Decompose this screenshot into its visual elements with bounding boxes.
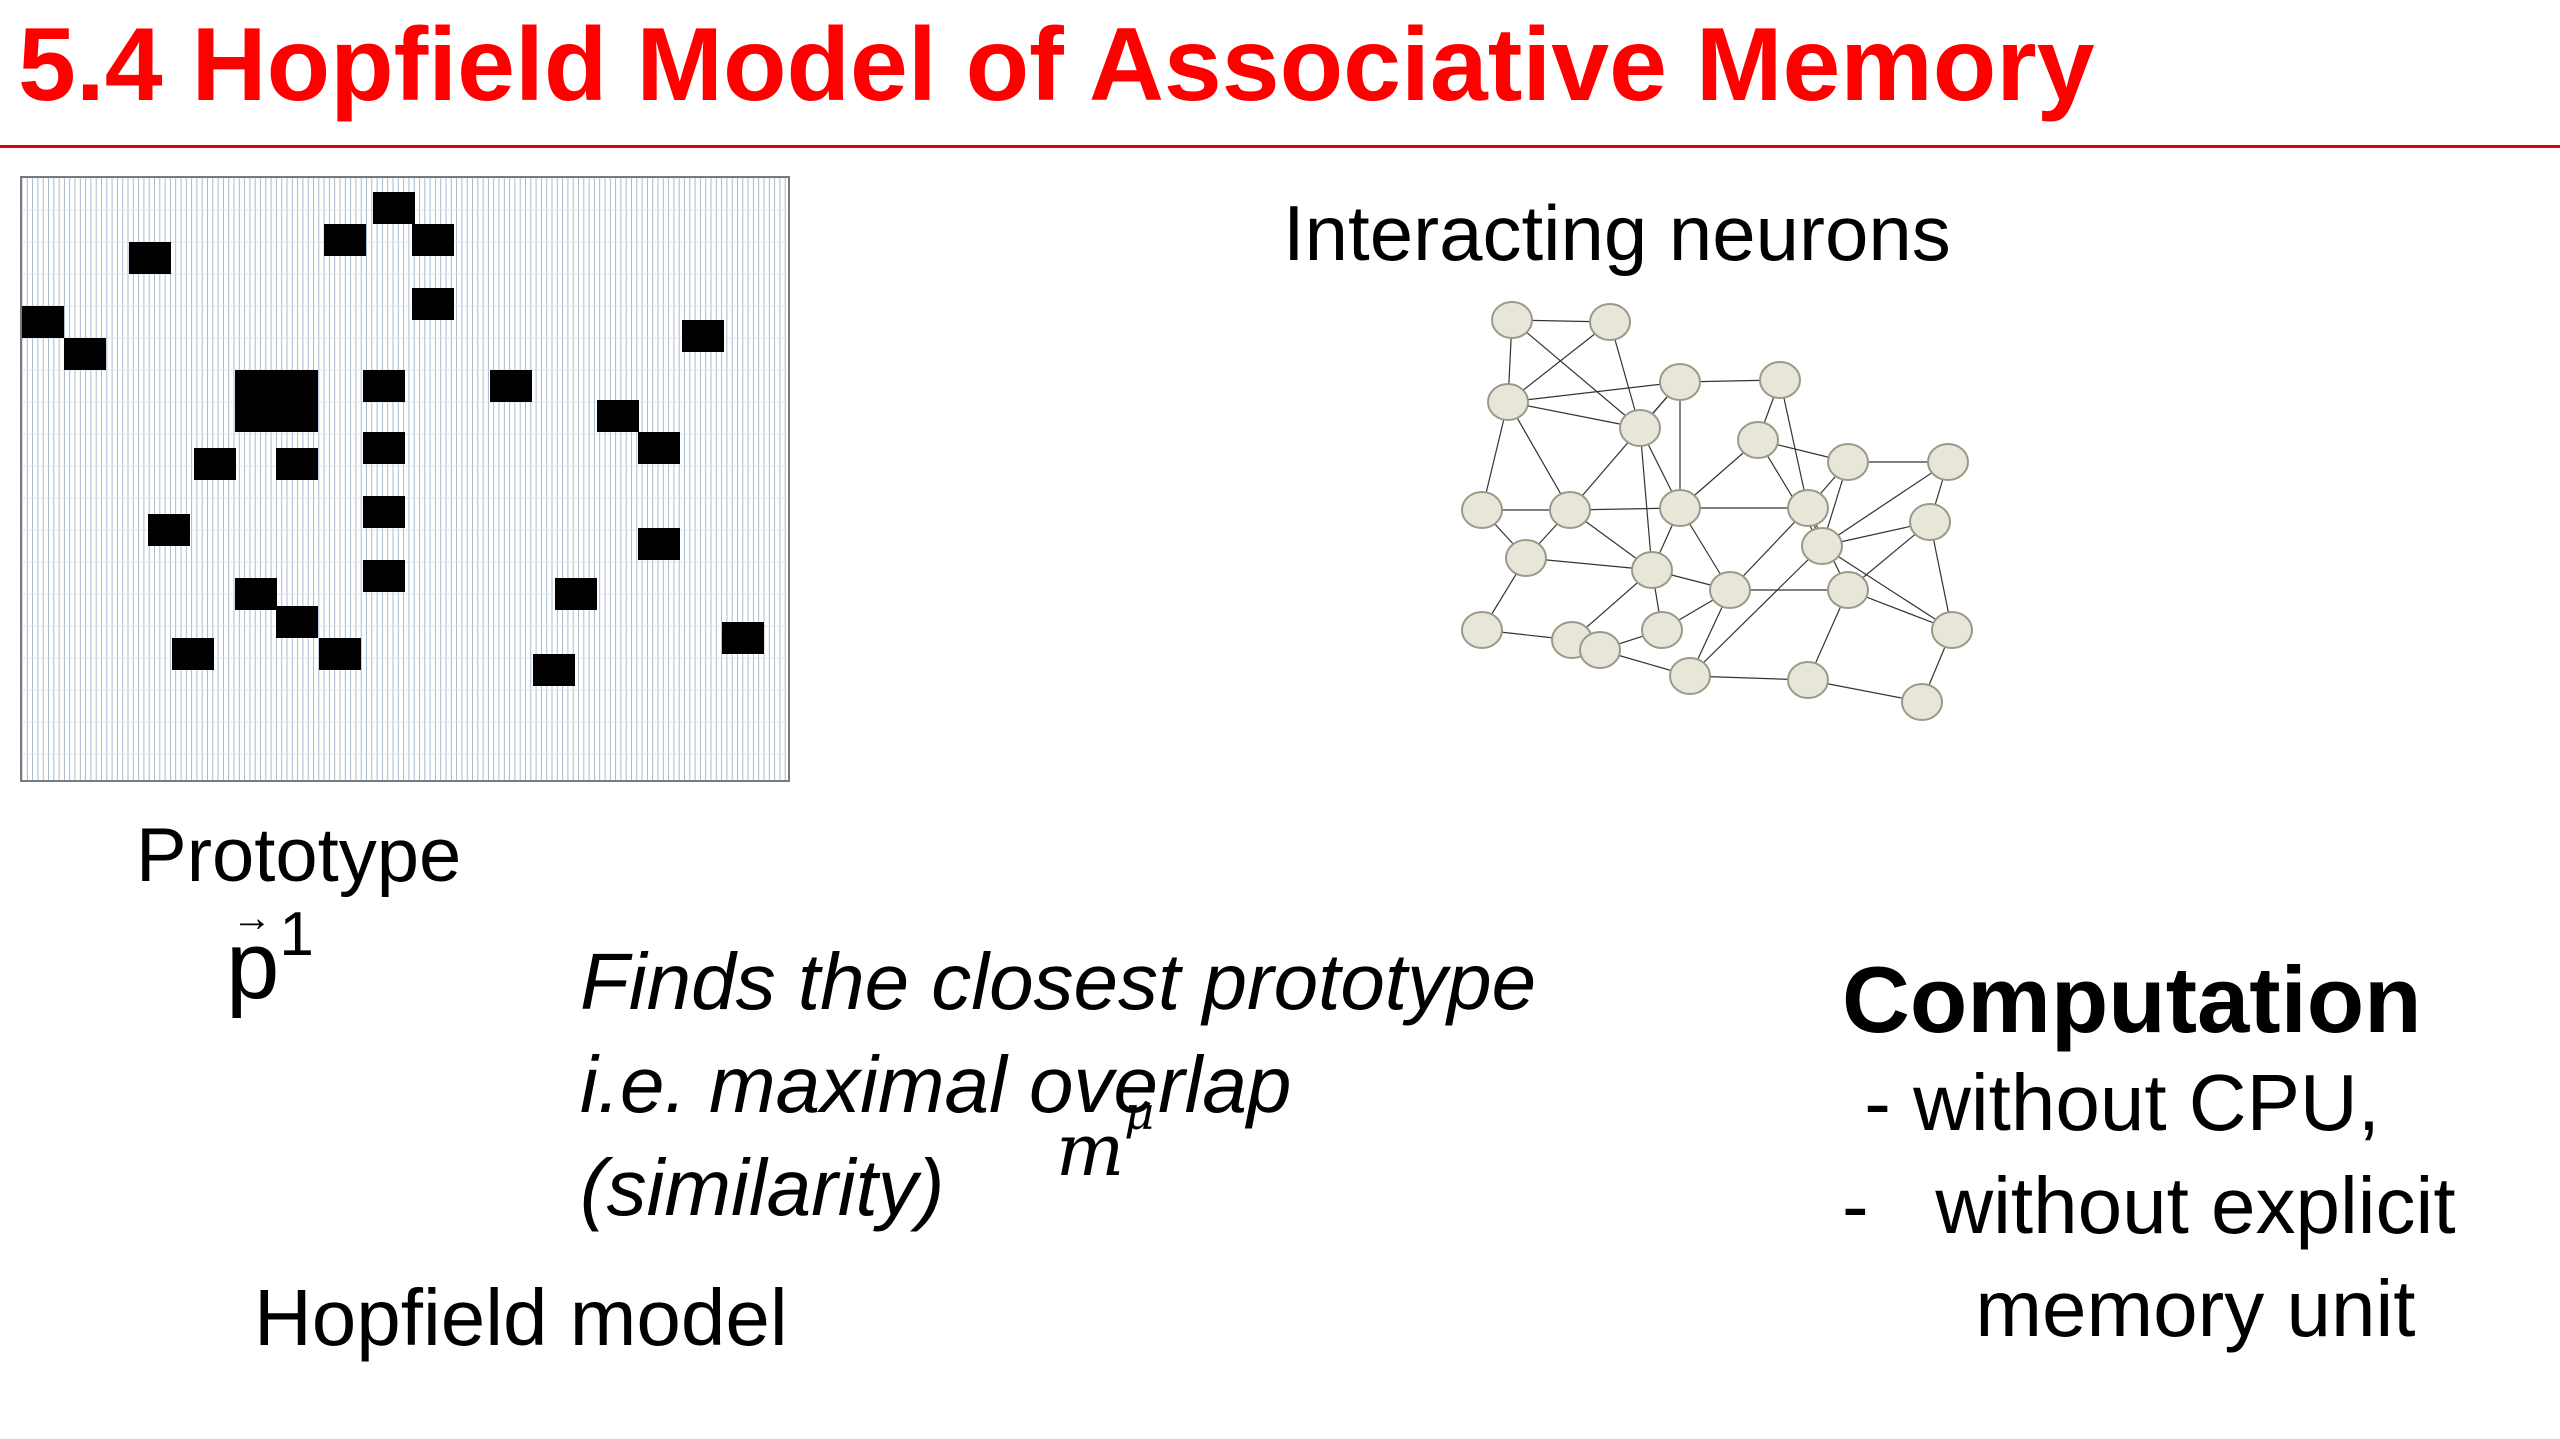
prototype-pattern-image bbox=[22, 178, 788, 780]
computation-block: Computation - without CPU, - without exp… bbox=[1842, 948, 2456, 1360]
pattern-cell bbox=[555, 578, 597, 610]
pattern-cell bbox=[490, 370, 532, 402]
pattern-cell bbox=[722, 622, 764, 654]
pattern-cell bbox=[412, 224, 454, 256]
neuron-node bbox=[1901, 683, 1943, 721]
vector-arrow-icon: → bbox=[232, 896, 272, 940]
network-edge bbox=[1639, 427, 1653, 571]
pattern-cell bbox=[235, 578, 277, 610]
pattern-cell bbox=[148, 514, 190, 546]
network-edge bbox=[1821, 461, 1949, 547]
prototype-superscript: 1 bbox=[279, 900, 314, 969]
network-edge bbox=[1507, 401, 1571, 511]
neuron-node bbox=[1641, 611, 1683, 649]
overlap-symbol-superscript: μ bbox=[1124, 1086, 1155, 1140]
prototype-vector-symbol: →p1 bbox=[226, 898, 314, 1014]
pattern-cell bbox=[276, 606, 318, 638]
pattern-cell bbox=[363, 370, 405, 402]
neuron-node bbox=[1909, 503, 1951, 541]
finds-line: i.e. maximal overlap bbox=[580, 1040, 1292, 1129]
neuron-node bbox=[1709, 571, 1751, 609]
computation-line: - without explicit bbox=[1842, 1161, 2456, 1250]
pattern-cell bbox=[172, 638, 214, 670]
neuron-node bbox=[1759, 361, 1801, 399]
pattern-cell bbox=[373, 192, 415, 224]
network-edge bbox=[1525, 557, 1653, 571]
neuron-node bbox=[1659, 489, 1701, 527]
pattern-cell bbox=[276, 370, 318, 402]
neuron-node bbox=[1659, 363, 1701, 401]
pattern-cell bbox=[324, 224, 366, 256]
neuron-node bbox=[1737, 421, 1779, 459]
neuron-node bbox=[1827, 443, 1869, 481]
neuron-node bbox=[1787, 489, 1829, 527]
pattern-cell bbox=[64, 338, 106, 370]
pattern-cell bbox=[533, 654, 575, 686]
neuron-node bbox=[1631, 551, 1673, 589]
network-edge bbox=[1689, 545, 1823, 677]
title-divider bbox=[0, 145, 2560, 148]
neuron-node bbox=[1505, 539, 1547, 577]
pattern-cell bbox=[682, 320, 724, 352]
pattern-cell bbox=[319, 638, 361, 670]
pattern-cell bbox=[638, 528, 680, 560]
pattern-cell bbox=[638, 432, 680, 464]
computation-line: memory unit bbox=[1842, 1264, 2416, 1353]
neuron-node bbox=[1461, 491, 1503, 529]
neuron-node bbox=[1461, 611, 1503, 649]
network-edge bbox=[1507, 321, 1611, 403]
pattern-cell bbox=[363, 560, 405, 592]
neuron-node bbox=[1579, 631, 1621, 669]
neuron-node bbox=[1927, 443, 1969, 481]
network-edge bbox=[1821, 545, 1953, 631]
neuron-node bbox=[1619, 409, 1661, 447]
pattern-cell bbox=[129, 242, 171, 274]
prototype-label: Prototype bbox=[136, 813, 462, 898]
network-edge bbox=[1507, 381, 1681, 403]
pattern-cell bbox=[363, 432, 405, 464]
pattern-cell bbox=[412, 288, 454, 320]
prototype-symbol: p bbox=[226, 912, 280, 1019]
neuron-node bbox=[1491, 301, 1533, 339]
overlap-symbol: mμ bbox=[1056, 1086, 1154, 1192]
pattern-cell bbox=[276, 448, 318, 480]
slide-title: 5.4 Hopfield Model of Associative Memory bbox=[18, 7, 2095, 123]
computation-line: - without CPU, bbox=[1842, 1058, 2380, 1147]
neuron-node bbox=[1589, 303, 1631, 341]
prototype-pattern-grid bbox=[20, 176, 790, 782]
network-edge bbox=[1511, 319, 1641, 429]
network-edge bbox=[1507, 401, 1641, 429]
neuron-node bbox=[1787, 661, 1829, 699]
pattern-cell bbox=[235, 400, 277, 432]
neuron-node bbox=[1827, 571, 1869, 609]
network-caption: Interacting neurons bbox=[1283, 189, 1951, 277]
network-edge bbox=[1757, 439, 1823, 547]
finds-description: Finds the closest prototype i.e. maximal… bbox=[580, 930, 1536, 1239]
neuron-node bbox=[1669, 657, 1711, 695]
pattern-cell bbox=[597, 400, 639, 432]
neuron-node bbox=[1801, 527, 1843, 565]
finds-line: Finds the closest prototype bbox=[580, 937, 1537, 1026]
pattern-cell bbox=[235, 370, 277, 402]
neuron-node bbox=[1931, 611, 1973, 649]
network-graph bbox=[1461, 301, 1973, 721]
pattern-cell bbox=[194, 448, 236, 480]
neuron-node bbox=[1549, 491, 1591, 529]
overlap-symbol-base: m bbox=[1056, 1108, 1125, 1192]
network-edge bbox=[1779, 379, 1809, 509]
hopfield-model-label: Hopfield model bbox=[254, 1273, 788, 1362]
neuron-node bbox=[1487, 383, 1529, 421]
finds-line: (similarity) bbox=[580, 1143, 945, 1232]
pattern-cell bbox=[276, 400, 318, 432]
computation-title: Computation bbox=[1842, 947, 2422, 1052]
pattern-cell bbox=[363, 496, 405, 528]
neural-network-diagram bbox=[1440, 290, 2000, 730]
network-edge bbox=[1569, 381, 1681, 511]
pattern-cell bbox=[22, 306, 64, 338]
